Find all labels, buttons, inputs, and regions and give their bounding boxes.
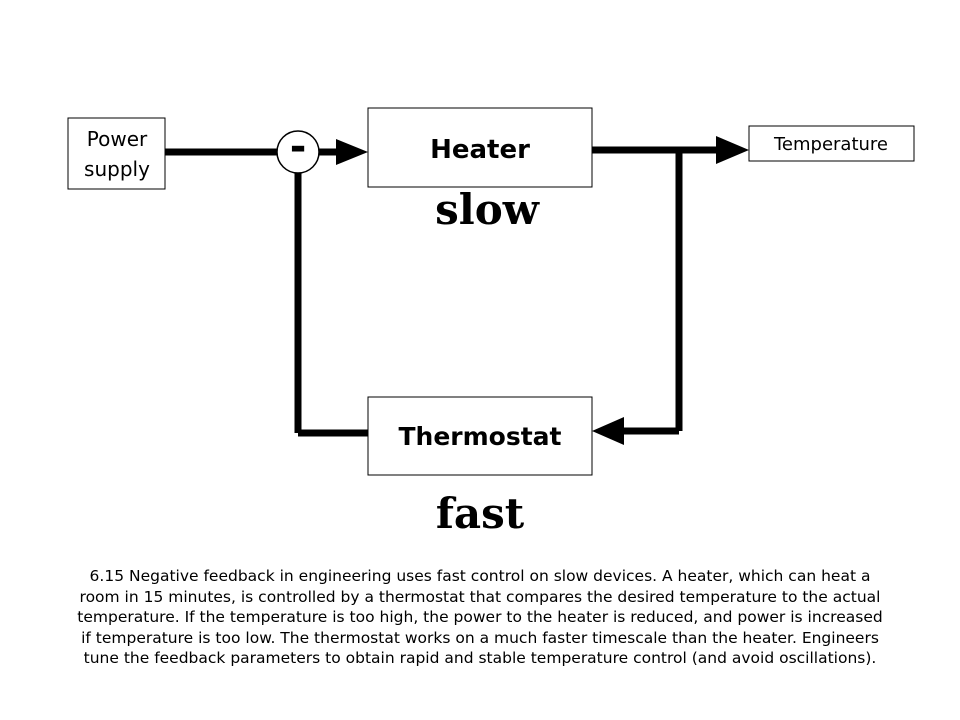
temperature-box	[748, 125, 915, 162]
thermostat-box	[367, 396, 593, 476]
heater-speed-label: slow	[435, 185, 540, 234]
arrowhead-to-heater	[336, 139, 368, 165]
power-supply-label-line2: supply	[84, 157, 150, 181]
comparator-circle	[276, 130, 320, 174]
arrowhead-to-temperature	[716, 136, 749, 164]
heater-label: Heater	[430, 135, 530, 165]
temperature-label: Temperature	[773, 134, 888, 155]
power-supply-box	[67, 117, 166, 190]
arrowhead-to-thermostat	[592, 417, 624, 445]
thermostat-speed-label: fast	[436, 489, 525, 538]
wires	[165, 146, 720, 437]
heater-box	[367, 107, 593, 188]
comparator-sign: -	[290, 124, 307, 170]
thermostat-label: Thermostat	[398, 422, 561, 451]
power-supply-label-line1: Power	[87, 127, 148, 151]
figure-caption: 6.15 Negative feedback in engineering us…	[77, 567, 883, 668]
